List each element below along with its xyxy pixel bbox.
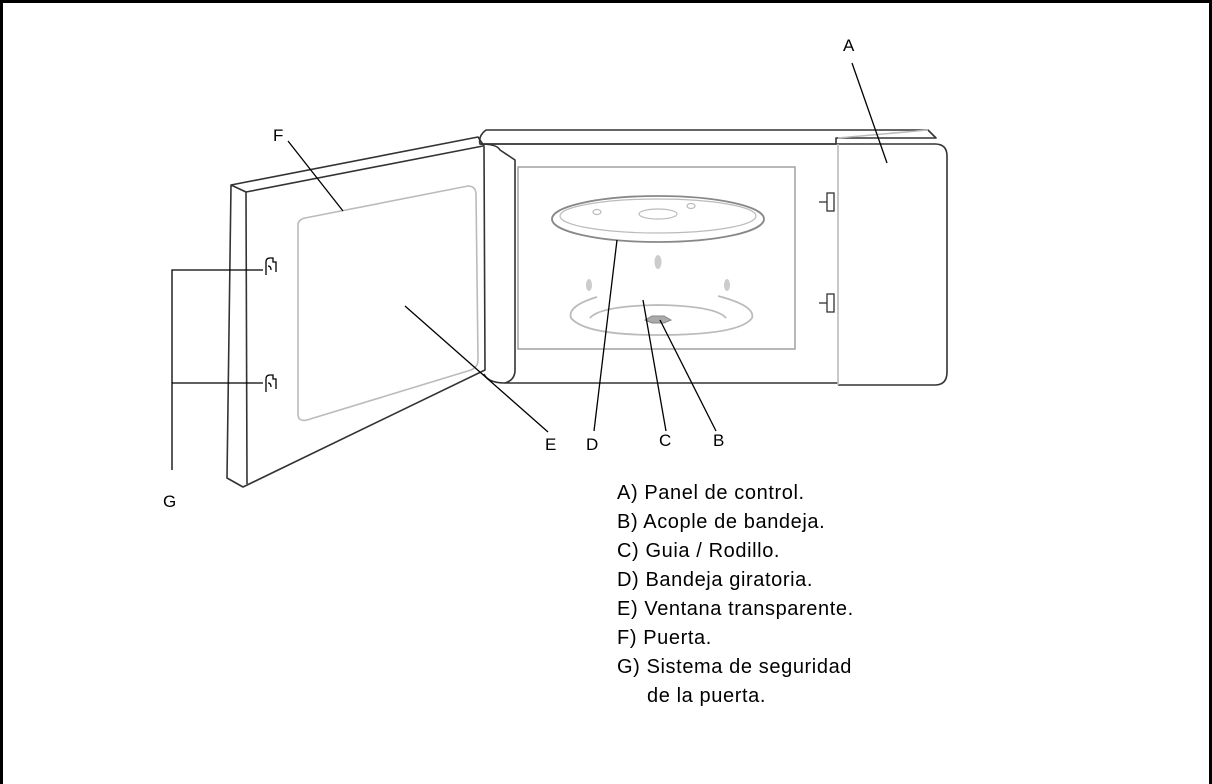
parts-legend: A) Panel de control. B) Acople de bandej… (617, 479, 854, 711)
tray-coupler (643, 315, 673, 324)
door-latch-hook-icon (265, 374, 277, 392)
callout-b: B (713, 431, 724, 450)
door (226, 136, 486, 488)
callout-a: A (843, 36, 855, 55)
legend-item: F) Puerta. (617, 627, 712, 649)
legend-item: G) Sistema de seguridad (617, 656, 853, 678)
legend-item-continued: de la puerta. (647, 685, 766, 707)
callout-e: E (545, 435, 556, 454)
legend-item: D) Bandeja giratoria. (617, 569, 814, 591)
leader-lines (171, 62, 888, 470)
legend-item: B) Acople de bandeja. (617, 511, 826, 533)
microwave-body (478, 129, 948, 386)
callout-c: C (659, 431, 671, 450)
roller-guide (569, 295, 754, 336)
oven-cavity (517, 166, 796, 350)
callout-d: D (586, 435, 598, 454)
legend-item: E) Ventana transparente. (617, 598, 854, 620)
door-latch-hook-icon (265, 257, 277, 275)
legend-item: A) Panel de control. (617, 482, 805, 504)
callout-f: F (273, 126, 283, 145)
roller-mark (586, 255, 730, 291)
callout-g: G (163, 492, 176, 511)
control-panel (837, 129, 929, 385)
interlock-slot (819, 192, 835, 212)
door-window (297, 185, 479, 422)
legend-item: C) Guia / Rodillo. (617, 540, 781, 562)
interlock-slot (819, 293, 835, 313)
turntable-tray (551, 195, 765, 243)
